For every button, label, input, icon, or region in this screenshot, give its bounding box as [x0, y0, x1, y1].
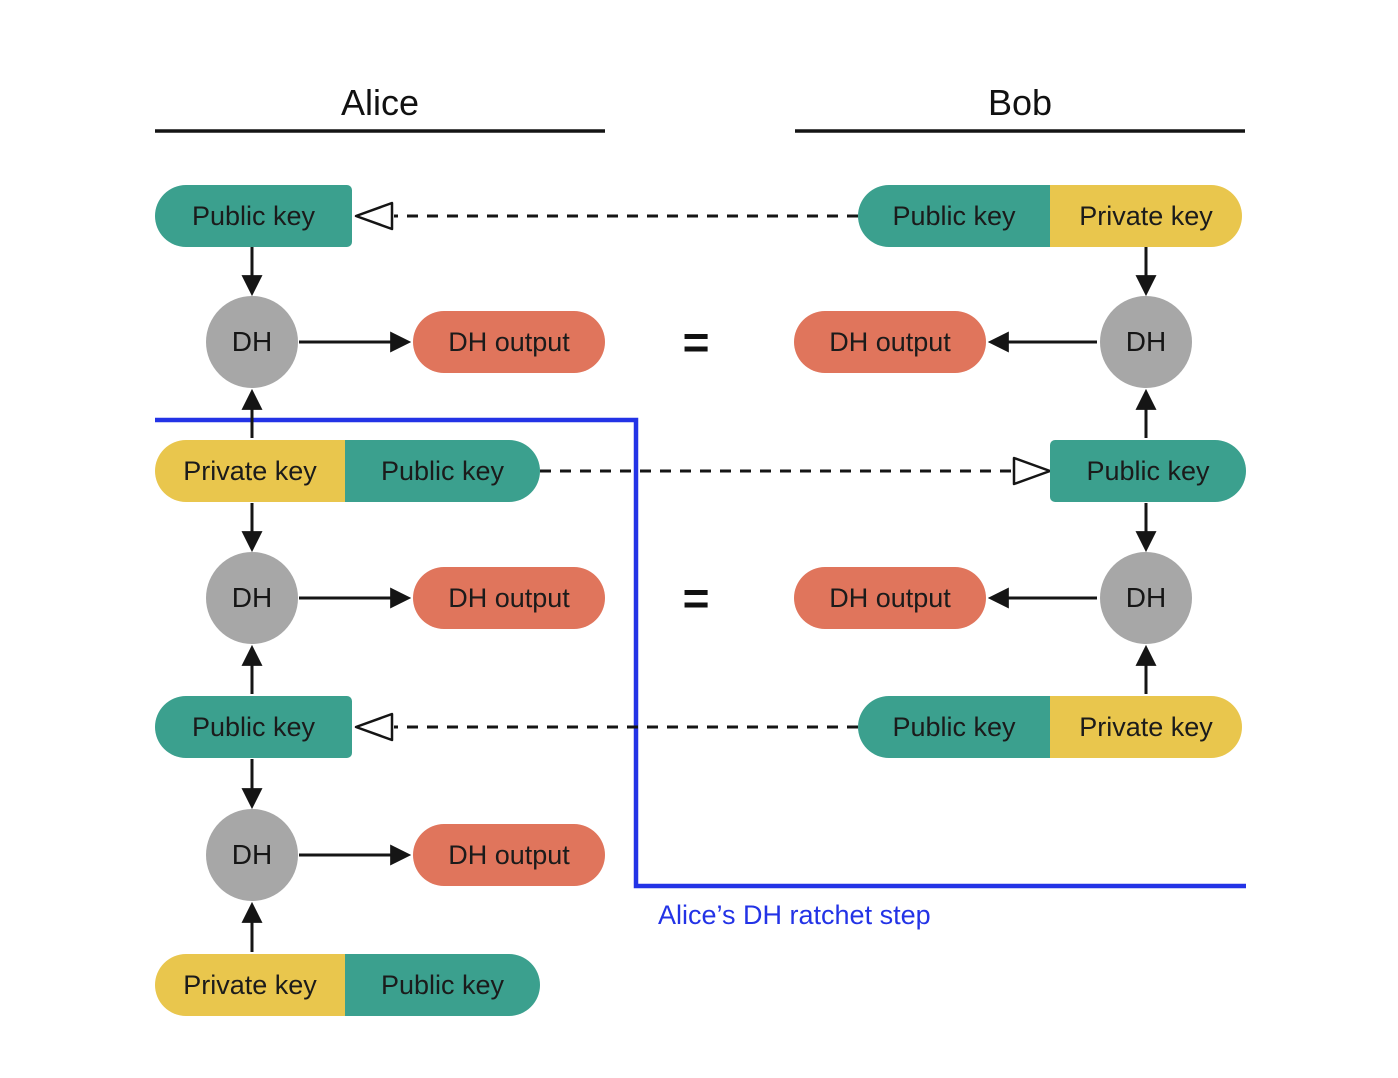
bob-public-key-2: Public key [858, 696, 1050, 758]
alice-private-key-2: Private key [155, 954, 345, 1016]
bob-received-public-key: Public key [1050, 440, 1246, 502]
bob-dh-output-1: DH output [794, 311, 986, 373]
bob-keypair-1: Public key Private key [858, 185, 1242, 247]
open-arrowhead-left-1 [354, 201, 394, 231]
bob-dh-node-1: DH [1100, 296, 1192, 388]
alice-keypair-2: Private key Public key [155, 954, 540, 1016]
alice-private-key-1: Private key [155, 440, 345, 502]
alice-public-key-1: Public key [345, 440, 540, 502]
alice-dh-node-2: DH [206, 552, 298, 644]
alice-public-key-2: Public key [345, 954, 540, 1016]
alice-dh-node-1: DH [206, 296, 298, 388]
equals-sign-1: = [682, 316, 710, 368]
bob-private-key-2: Private key [1050, 696, 1242, 758]
alice-dh-node-3: DH [206, 809, 298, 901]
alice-dh-output-1: DH output [413, 311, 605, 373]
bob-dh-node-2: DH [1100, 552, 1192, 644]
ratchet-step-line [155, 417, 1246, 889]
bob-dh-output-2: DH output [794, 567, 986, 629]
open-arrowhead-right [1012, 456, 1052, 486]
bob-column-header: Bob [987, 82, 1053, 123]
alice-column-header: Alice [340, 82, 420, 123]
equals-sign-2: = [682, 572, 710, 624]
bob-keypair-2: Public key Private key [858, 696, 1242, 758]
alice-dh-output-3: DH output [413, 824, 605, 886]
alice-received-public-key-1: Public key [155, 185, 352, 247]
ratchet-step-caption: Alice’s DH ratchet step [658, 900, 931, 930]
bob-public-key-1: Public key [858, 185, 1050, 247]
open-arrowhead-left-2 [354, 712, 394, 742]
alice-keypair-1: Private key Public key [155, 440, 540, 502]
bob-private-key-1: Private key [1050, 185, 1242, 247]
alice-dh-output-2: DH output [413, 567, 605, 629]
alice-received-public-key-2: Public key [155, 696, 352, 758]
